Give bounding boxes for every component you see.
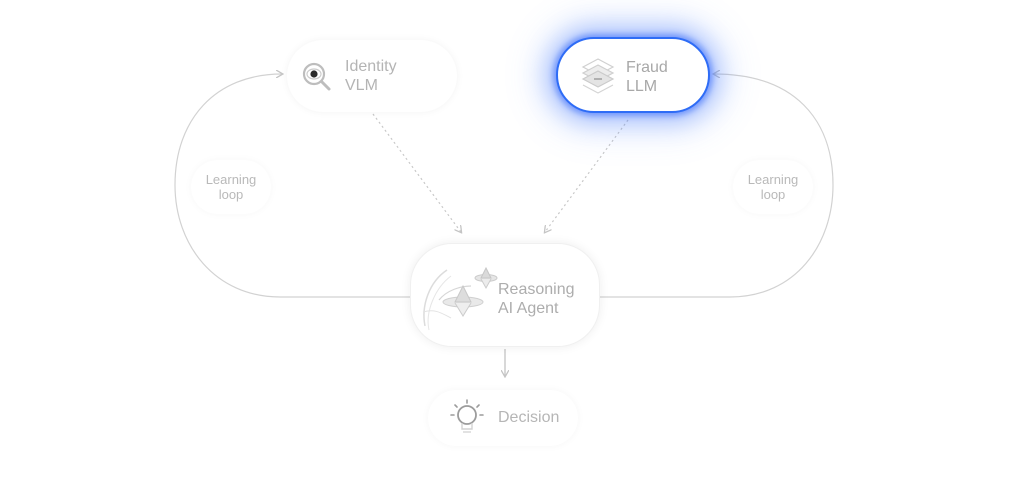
spinning-tops-icon bbox=[421, 256, 499, 341]
left-learning-loop-label: Learning loop bbox=[191, 160, 271, 214]
reasoning-ai-agent-label: Reasoning AI Agent bbox=[498, 281, 575, 317]
fraud-to-reasoning-connector bbox=[545, 119, 629, 232]
layers-stack-icon bbox=[580, 55, 616, 100]
right-loop-connector bbox=[600, 74, 834, 298]
fraud-llm-node[interactable]: Fraud LLM bbox=[556, 37, 710, 113]
decision-node[interactable]: Decision bbox=[428, 390, 578, 446]
identity-vlm-node[interactable]: Identity VLM bbox=[287, 40, 457, 112]
identity-to-reasoning-connector bbox=[372, 113, 461, 232]
eye-magnifier-icon bbox=[301, 62, 335, 97]
right-learning-loop-label: Learning loop bbox=[733, 160, 813, 214]
decision-label: Decision bbox=[498, 409, 560, 426]
lightbulb-icon bbox=[450, 398, 484, 441]
left-loop-connector bbox=[174, 74, 410, 298]
reasoning-ai-agent-node[interactable]: Reasoning AI Agent bbox=[410, 243, 600, 347]
fraud-llm-label: Fraud LLM bbox=[626, 59, 668, 95]
identity-vlm-label: Identity VLM bbox=[345, 58, 397, 94]
